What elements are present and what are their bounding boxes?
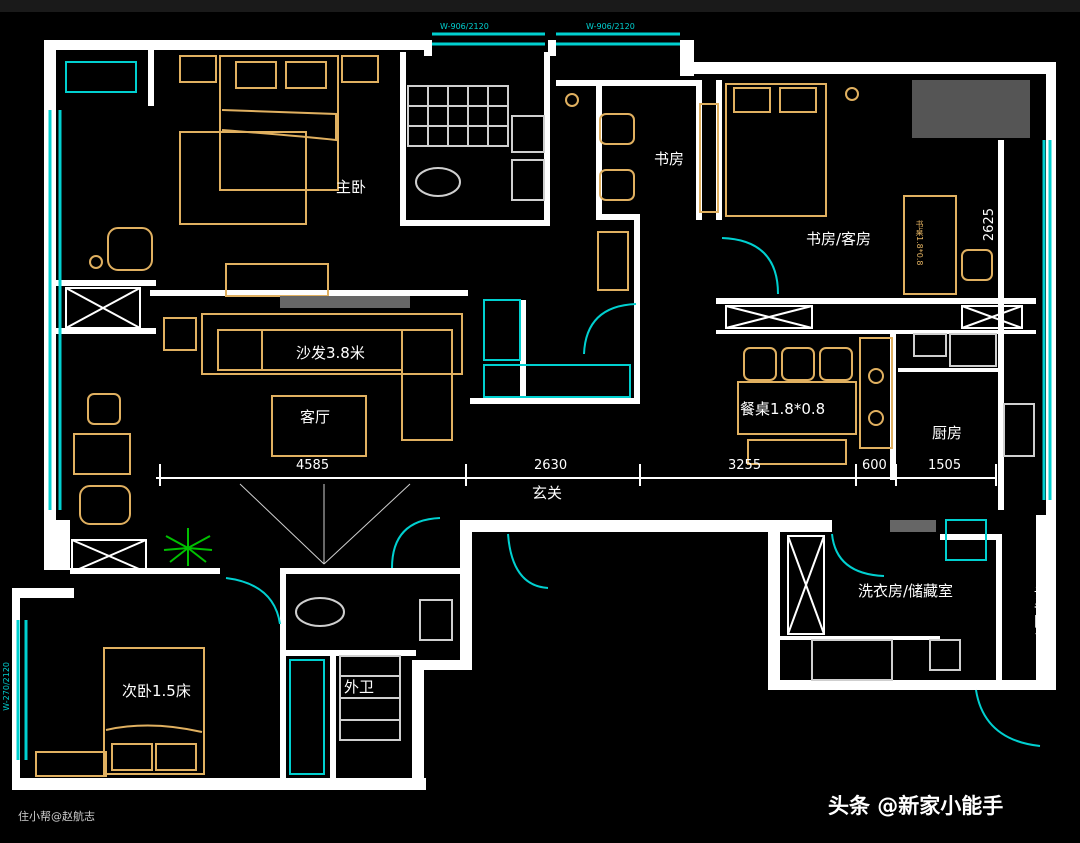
outer-walls — [12, 40, 1056, 790]
label-laundry-storage: 洗衣房/储藏室 — [858, 582, 954, 600]
window-tag-top-right: W-906/2120 — [586, 22, 635, 31]
furniture — [35, 55, 993, 777]
label-guest-bathroom: 外卫 — [344, 678, 375, 696]
label-entrance: 玄关 — [532, 484, 563, 502]
fixtures — [295, 85, 1035, 741]
entrance-lines — [239, 483, 411, 565]
structural-boxes — [65, 287, 1023, 635]
label-study-desk: 书桌1.8*0.8 — [915, 220, 924, 266]
interior-walls — [56, 40, 1036, 780]
label-living-room: 客厅 — [300, 408, 331, 426]
dimension-2630: 2630 — [534, 458, 568, 473]
window-tag-top-left: W-906/2120 — [440, 22, 489, 31]
dimension-4585: 4585 — [296, 458, 330, 473]
hatched-areas — [280, 80, 1030, 532]
label-sofa: 沙发3.8米 — [296, 344, 365, 362]
label-master-bedroom: 主卧 — [336, 178, 367, 196]
dimension-600: 600 — [862, 458, 887, 473]
label-kitchen: 厨房 — [932, 424, 963, 442]
dimension-line — [156, 464, 997, 486]
lamp-icons — [89, 87, 884, 426]
label-dining-table: 餐桌1.8*0.8 — [740, 400, 826, 418]
label-study-guest: 书房/客房 — [806, 230, 872, 248]
label-equipment-balcony: 设备阳台 — [1032, 586, 1048, 642]
label-second-bedroom: 次卧1.5床 — [122, 682, 191, 700]
door-swings — [225, 237, 1041, 747]
watermark-text: 头条 @新家小能手 — [828, 794, 1004, 818]
dimension-2625: 2625 — [982, 208, 997, 242]
credit-text: 住小帮@赵航志 — [18, 810, 95, 823]
windows — [16, 32, 1052, 775]
window-tag-left-side: W-270/2120 — [2, 662, 11, 711]
label-study: 书房 — [654, 150, 685, 168]
plant-icon — [163, 528, 213, 566]
dimension-1505: 1505 — [928, 458, 962, 473]
dimension-3255: 3255 — [728, 458, 762, 473]
